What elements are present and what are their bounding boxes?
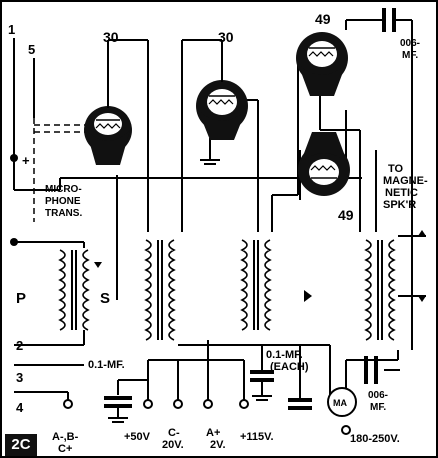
transformer-mic bbox=[58, 249, 90, 331]
svg-text:2V.: 2V. bbox=[210, 439, 226, 451]
capacitor-01 bbox=[104, 396, 132, 418]
terminal-3: 3 bbox=[16, 370, 23, 385]
tube-2 bbox=[196, 62, 248, 140]
svg-text:MF.: MF. bbox=[370, 402, 386, 413]
svg-text:20V.: 20V. bbox=[162, 439, 184, 451]
label-115v: +115V. bbox=[240, 431, 274, 443]
label-s: S bbox=[100, 290, 110, 307]
svg-text:C+: C+ bbox=[58, 443, 72, 455]
label-a2: A+ 2V. bbox=[206, 427, 226, 451]
transformer-3 bbox=[240, 239, 272, 331]
tube-4 bbox=[298, 132, 350, 196]
svg-text:006-: 006- bbox=[368, 390, 388, 401]
svg-text:MICRO-: MICRO- bbox=[45, 184, 82, 195]
terminal-1: 1 bbox=[8, 22, 15, 37]
ground-symbols bbox=[108, 159, 220, 423]
label-ab-c: A-,B- C+ bbox=[52, 431, 79, 455]
svg-text:A+: A+ bbox=[206, 427, 220, 439]
label-p: P bbox=[16, 290, 26, 307]
tube-3-label: 49 bbox=[315, 11, 331, 27]
meter-label: MA bbox=[333, 398, 347, 408]
tube-4-label: 49 bbox=[338, 207, 354, 223]
label-180-250v: 180-250V. bbox=[350, 433, 400, 445]
tube-1-label: 30 bbox=[103, 29, 119, 45]
label-cap-01: 0.1-MF. bbox=[88, 359, 125, 371]
svg-text:(EACH): (EACH) bbox=[270, 361, 309, 373]
tube-3 bbox=[296, 32, 348, 96]
label-cap-each: 0.1-MF. (EACH) bbox=[266, 349, 309, 373]
capacitor-top bbox=[382, 8, 396, 32]
terminal-4: 4 bbox=[16, 400, 24, 415]
terminal-5: 5 bbox=[28, 42, 35, 57]
meter bbox=[327, 387, 357, 417]
figure-badge: 2C bbox=[5, 434, 37, 456]
label-to-speaker: TO MAGNE- NETIC SPK'R bbox=[383, 163, 428, 211]
terminal-dots bbox=[10, 154, 351, 435]
svg-text:TRANS.: TRANS. bbox=[45, 208, 82, 219]
capacitor-each-2 bbox=[288, 398, 312, 410]
svg-text:SPK'R: SPK'R bbox=[383, 199, 416, 211]
svg-text:MF.: MF. bbox=[402, 50, 418, 61]
label-cap-006-bottom: 006- MF. bbox=[368, 390, 388, 413]
arrows bbox=[94, 230, 426, 302]
svg-text:0.1-MF.: 0.1-MF. bbox=[266, 349, 303, 361]
svg-text:TO: TO bbox=[388, 163, 404, 175]
transformer-output bbox=[364, 239, 396, 341]
transformer-2 bbox=[144, 239, 176, 341]
svg-text:C-: C- bbox=[168, 427, 180, 439]
capacitor-each-1 bbox=[250, 370, 274, 401]
tube-2-label: 30 bbox=[218, 29, 234, 45]
terminal-plus: + bbox=[22, 153, 30, 168]
label-cap-top: 006- MF. bbox=[400, 38, 420, 61]
label-c20: C- 20V. bbox=[162, 427, 184, 451]
label-plus50: +50V bbox=[124, 431, 151, 443]
svg-text:MAGNE-: MAGNE- bbox=[383, 175, 428, 187]
tube-1 bbox=[84, 62, 132, 165]
svg-text:A-,B-: A-,B- bbox=[52, 431, 79, 443]
capacitor-bottom-right bbox=[364, 356, 378, 384]
svg-text:PHONE: PHONE bbox=[45, 196, 81, 207]
svg-text:006-: 006- bbox=[400, 38, 420, 49]
svg-text:NETIC: NETIC bbox=[385, 187, 418, 199]
label-mic-trans: MICRO- PHONE TRANS. bbox=[45, 184, 82, 219]
terminal-2: 2 bbox=[16, 338, 23, 353]
